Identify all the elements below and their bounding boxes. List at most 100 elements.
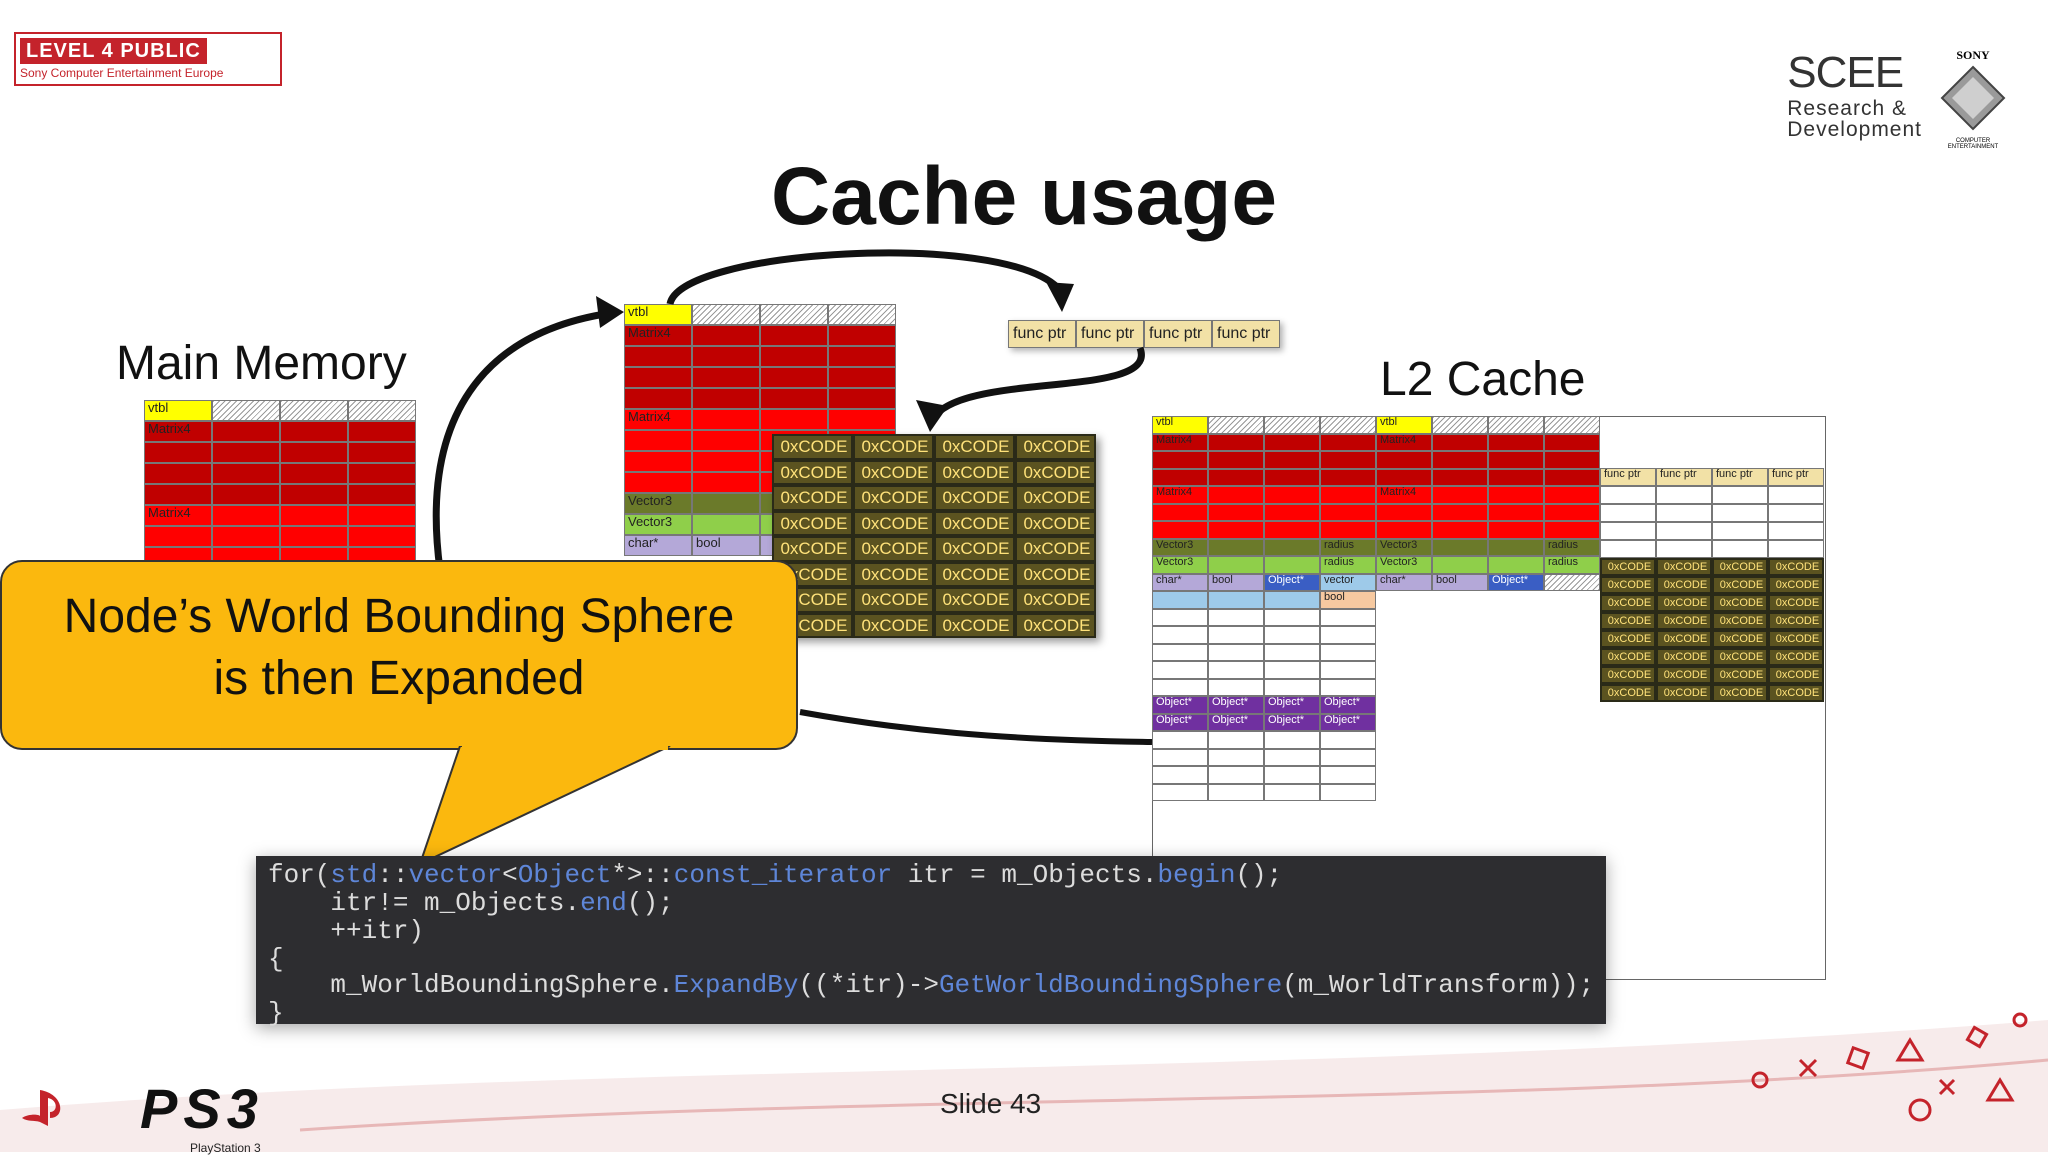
empty-cell: [1152, 643, 1208, 661]
callout-line1: Node’s World Bounding Sphere: [63, 590, 735, 643]
object-ptr-cell: Object*: [1264, 713, 1320, 731]
object-field-cell: [692, 493, 760, 514]
matrix-cell: [348, 442, 416, 463]
l2-matrix-cell: [1544, 468, 1600, 486]
code-cell: 0xCODE: [772, 536, 853, 562]
playstation-logo-icon: [22, 1090, 61, 1126]
code-cell: 0xCODE: [853, 612, 934, 638]
l2-matrix-cell: [1320, 451, 1376, 469]
object-field-cell: Vector3: [624, 514, 692, 535]
l2-field-cell: [1432, 538, 1488, 556]
padding-cell: [212, 400, 280, 421]
code-cell: 0xCODE: [1015, 485, 1096, 511]
l2-matrix-cell: [1376, 521, 1432, 539]
object-field-cell: Vector3: [624, 493, 692, 514]
badge-level-text: LEVEL 4 PUBLIC: [20, 38, 207, 64]
matrix-cell: [348, 526, 416, 547]
code-cell: 0xCODE: [934, 587, 1015, 613]
ps3-logo-text: PS3: [140, 1077, 264, 1140]
vtbl-cell: vtbl: [144, 400, 212, 421]
l2-field-cell: char*: [1152, 573, 1208, 591]
arrowhead-object: [596, 296, 624, 328]
l2-field-cell: [1264, 556, 1320, 574]
l2-matrix-cell: [1208, 433, 1264, 451]
l2-matrix-cell: [1264, 433, 1320, 451]
l2-matrix-cell: [1320, 521, 1376, 539]
l2-matrix-cell: [1432, 486, 1488, 504]
footer-swoosh: [0, 1020, 2048, 1152]
l2-code-cell: 0xCODE: [1712, 630, 1768, 648]
empty-cell: [1208, 661, 1264, 679]
code-cell: 0xCODE: [1015, 434, 1096, 460]
sony-logo-sub: COMPUTER ENTERTAINMENT: [1947, 138, 1999, 150]
l2-field-cell: Vector3: [1376, 538, 1432, 556]
l2-matrix-cell: [1208, 486, 1264, 504]
arrowhead-funcptr: [1046, 282, 1074, 312]
l2-code-cell: 0xCODE: [1768, 612, 1824, 630]
code-cell: 0xCODE: [1015, 561, 1096, 587]
l2-field-cell: [1152, 591, 1208, 609]
empty-cell: [1208, 783, 1264, 801]
sony-logo: SONY COMPUTER ENTERTAINMENT: [1938, 48, 2008, 150]
arrow-to-funcptr: [666, 249, 1061, 306]
matrix-cell: [760, 388, 828, 409]
code-cell: 0xCODE: [772, 510, 853, 536]
empty-cell: [1768, 540, 1824, 558]
l2-matrix-cell: [1544, 433, 1600, 451]
matrix-cell: [828, 325, 896, 346]
level-4-public-badge: LEVEL 4 PUBLIC Sony Computer Entertainme…: [14, 32, 282, 86]
l2-matrix-cell: Matrix4: [1152, 486, 1208, 504]
l2-matrix-cell: [1376, 468, 1432, 486]
l2-code-cell: 0xCODE: [1768, 558, 1824, 576]
padding-cell: [1488, 416, 1544, 434]
arrow-to-object: [432, 308, 619, 571]
object-field-cell: bool: [692, 535, 760, 556]
l2-code-cell: 0xCODE: [1712, 558, 1768, 576]
l2-matrix-cell: [1432, 433, 1488, 451]
l2-field-cell: radius: [1544, 538, 1600, 556]
l2-field-cell: Object*: [1264, 573, 1320, 591]
arrow-to-code: [928, 346, 1145, 423]
l2-field-cell: bool: [1432, 573, 1488, 591]
l2-code-cell: 0xCODE: [1656, 684, 1712, 702]
l2-matrix-cell: [1320, 503, 1376, 521]
arrowhead-code: [916, 400, 948, 432]
l2-code-cell: 0xCODE: [1768, 666, 1824, 684]
code-cell: 0xCODE: [934, 459, 1015, 485]
empty-cell: [1320, 731, 1376, 749]
l2-matrix-cell: [1488, 468, 1544, 486]
empty-cell: [1600, 540, 1656, 558]
matrix-cell: [624, 346, 692, 367]
vtbl-cell: vtbl: [1376, 416, 1432, 434]
empty-cell: [1320, 608, 1376, 626]
l2-field-cell: [1208, 538, 1264, 556]
l2-matrix-cell: [1320, 486, 1376, 504]
l2-func-ptr-cell: func ptr: [1656, 468, 1712, 486]
code-line-1: for(std::vector<Object*>::const_iterator…: [268, 860, 1283, 890]
l2-matrix-cell: [1488, 433, 1544, 451]
code-line-3: ++itr): [268, 916, 425, 946]
l2-code-cell: 0xCODE: [1768, 576, 1824, 594]
l2-matrix-cell: [1208, 503, 1264, 521]
empty-cell: [1264, 661, 1320, 679]
empty-cell: [1768, 486, 1824, 504]
empty-cell: [1264, 731, 1320, 749]
matrix-cell: [212, 442, 280, 463]
l2-code-cell: 0xCODE: [1600, 576, 1656, 594]
l2-field-cell: Vector3: [1376, 556, 1432, 574]
empty-cell: [1152, 731, 1208, 749]
l2-code-cell: 0xCODE: [1656, 648, 1712, 666]
l2-matrix-cell: [1544, 521, 1600, 539]
sony-diamond-icon: [1940, 65, 2006, 131]
l2-matrix-cell: [1488, 451, 1544, 469]
empty-cell: [1320, 643, 1376, 661]
l2-field-cell: Vector3: [1152, 556, 1208, 574]
object-ptr-cell: Object*: [1152, 696, 1208, 714]
matrix-cell: [624, 451, 692, 472]
matrix-cell: [144, 526, 212, 547]
matrix-cell: [692, 430, 760, 451]
l2-code-cell: 0xCODE: [1600, 684, 1656, 702]
l2-field-cell: [1208, 591, 1264, 609]
